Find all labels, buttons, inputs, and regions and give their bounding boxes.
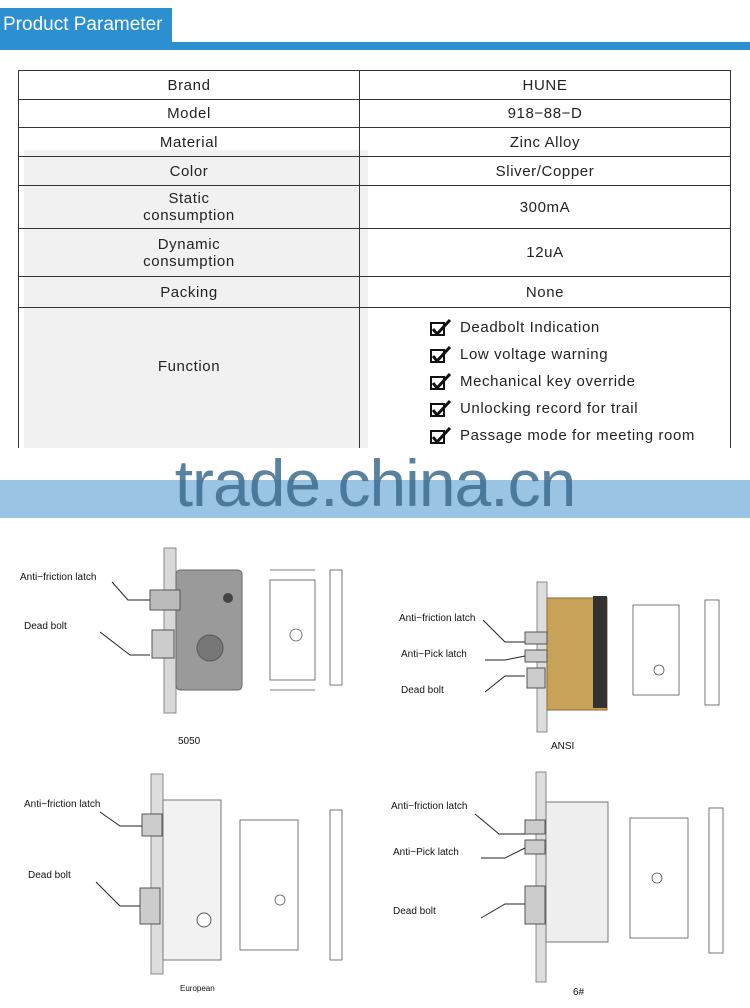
- param-key: Model: [18, 99, 360, 128]
- function-cell: Deadbolt Indication Low voltage warning …: [359, 307, 731, 448]
- lock-caption: ANSI: [551, 741, 575, 752]
- callout-label: Anti−friction latch: [24, 799, 101, 810]
- function-list: Deadbolt Indication Low voltage warning …: [360, 308, 730, 448]
- callout-label: Dead bolt: [393, 906, 436, 917]
- param-value: None: [359, 276, 731, 308]
- callout-label: Dead bolt: [401, 685, 444, 696]
- checkbox-checked-icon: [430, 345, 452, 363]
- lock-panel-european: Anti−friction latch Dead bolt European: [0, 770, 375, 1000]
- param-key-text: Dynamic consumption: [143, 235, 235, 270]
- lock-body-6-illustration: [474, 771, 724, 983]
- lock-panel-5050: Anti−friction latch Dead bolt 5050: [0, 540, 375, 760]
- parameter-table-wrapper: Brand HUNE Model 918−88−D Material Zinc …: [18, 70, 731, 448]
- checkbox-checked-icon: [430, 318, 452, 336]
- lock-body-ansi-illustration: [482, 581, 720, 733]
- lock-caption: 5050: [178, 736, 201, 747]
- param-key-text: Static consumption: [143, 190, 235, 224]
- function-label: Low voltage warning: [460, 346, 609, 363]
- table-row: Packing None: [18, 276, 731, 308]
- table-row: Static consumption 300mA: [18, 185, 731, 229]
- lock-body-5050-illustration: [99, 547, 343, 714]
- table-row: Brand HUNE: [18, 70, 731, 100]
- param-value: 918−88−D: [359, 99, 731, 128]
- param-value: Sliver/Copper: [359, 156, 731, 186]
- callout-label: Anti−Pick latch: [401, 649, 467, 660]
- function-label: Passage mode for meeting room: [460, 427, 696, 444]
- watermark-band: [0, 480, 750, 518]
- header-divider: [0, 42, 750, 50]
- lock-panel-ansi: Anti−friction latch Anti−Pick latch Dead…: [375, 560, 750, 760]
- param-key: Material: [18, 127, 360, 157]
- list-item: Deadbolt Indication: [430, 314, 730, 341]
- function-label: Mechanical key override: [460, 373, 636, 390]
- table-row: Material Zinc Alloy: [18, 127, 731, 157]
- param-key: Function: [18, 307, 360, 448]
- watermark: trade.china.cn: [174, 446, 577, 520]
- param-key: Static consumption: [18, 185, 360, 229]
- callout-label: Anti−friction latch: [391, 801, 468, 812]
- checkbox-checked-icon: [430, 399, 452, 417]
- callout-label: Anti−friction latch: [20, 572, 97, 583]
- callout-label: Anti−friction latch: [399, 613, 476, 624]
- table-row: Dynamic consumption 12uA: [18, 228, 731, 277]
- checkbox-checked-icon: [430, 372, 452, 390]
- param-value: 300mA: [359, 185, 731, 229]
- callout-label: Dead bolt: [28, 870, 71, 881]
- list-item: Low voltage warning: [430, 341, 730, 368]
- parameter-table: Brand HUNE Model 918−88−D Material Zinc …: [18, 70, 731, 448]
- param-value: HUNE: [359, 70, 731, 100]
- param-key: Packing: [18, 276, 360, 308]
- section-header: Product Parameter: [0, 0, 750, 52]
- param-value: 12uA: [359, 228, 731, 277]
- function-label: Unlocking record for trail: [460, 400, 639, 417]
- callout-label: Dead bolt: [24, 621, 67, 632]
- table-row: Function Deadbolt Indication Low voltage…: [18, 307, 731, 448]
- callout-label: Anti−Pick latch: [393, 847, 459, 858]
- function-label: Deadbolt Indication: [460, 319, 600, 336]
- param-key: Dynamic consumption: [18, 228, 360, 277]
- table-row: Model 918−88−D: [18, 99, 731, 128]
- table-row: Color Sliver/Copper: [18, 156, 731, 186]
- lock-caption: European: [180, 984, 215, 993]
- list-item: Mechanical key override: [430, 368, 730, 395]
- section-title: Product Parameter: [0, 8, 172, 42]
- param-key: Brand: [18, 70, 360, 100]
- lock-panel-6: Anti−friction latch Anti−Pick latch Dead…: [375, 768, 750, 1002]
- param-value: Zinc Alloy: [359, 127, 731, 157]
- lock-caption: 6#: [573, 987, 585, 998]
- list-item: Unlocking record for trail: [430, 395, 730, 422]
- lock-body-european-illustration: [95, 773, 343, 975]
- list-item: Passage mode for meeting room: [430, 422, 730, 448]
- checkbox-checked-icon: [430, 426, 452, 444]
- param-key: Color: [18, 156, 360, 186]
